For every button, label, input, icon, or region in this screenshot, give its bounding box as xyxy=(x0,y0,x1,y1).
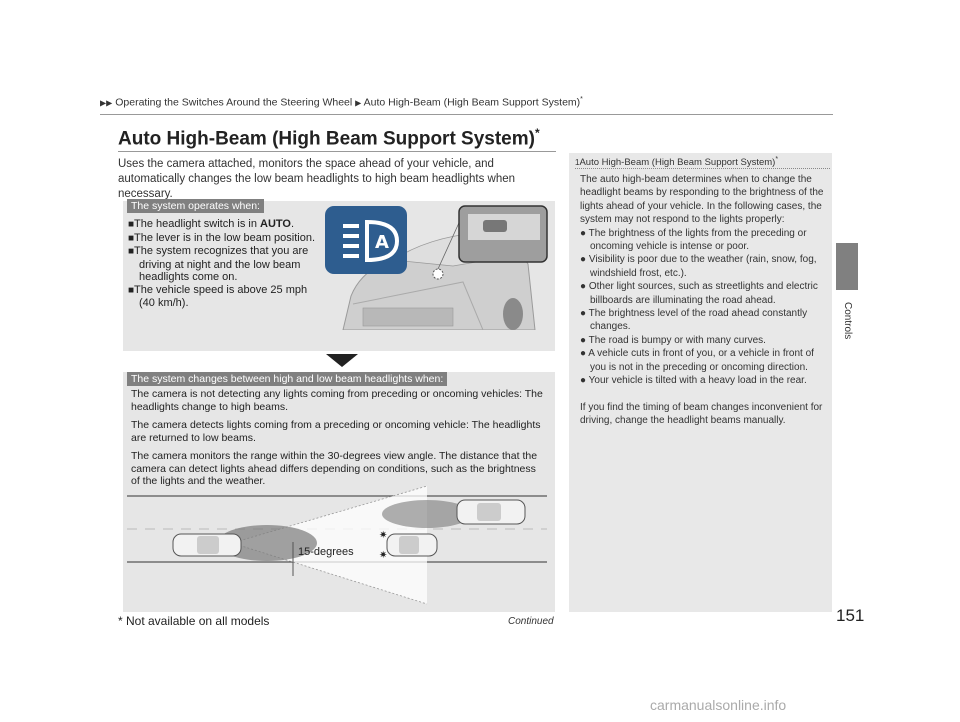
note-intro: The auto high-beam determines when to ch… xyxy=(580,174,824,226)
list-item: ■The headlight switch is in AUTO. xyxy=(128,218,295,230)
note-number: 1 xyxy=(575,158,580,168)
bullet-dot-icon: ● xyxy=(580,348,589,360)
bullet-dot-icon: ● xyxy=(580,254,589,266)
double-arrow-icon: ▶▶ xyxy=(100,98,113,108)
note-bullet: ● A vehicle cuts in front of you, or a v… xyxy=(580,348,814,373)
auto-headlight-icon: A xyxy=(325,206,407,274)
note-column xyxy=(569,153,832,612)
down-arrow-icon xyxy=(326,354,358,367)
camera-location-marker xyxy=(432,268,444,280)
changes-paragraph: The camera detects lights coming from a … xyxy=(131,419,541,444)
bullet-square-icon: ■ xyxy=(128,219,135,230)
page-title-text: Auto High-Beam (High Beam Support System… xyxy=(118,128,535,150)
changes-paragraph: The camera is not detecting any lights c… xyxy=(131,388,543,413)
svg-text:A: A xyxy=(375,232,389,253)
note-rule xyxy=(575,168,830,169)
breadcrumb-star: * xyxy=(580,96,583,103)
list-item: ■The vehicle speed is above 25 mph (40 k… xyxy=(128,283,308,310)
bullet-square-icon: ■ xyxy=(128,246,135,257)
header-rule xyxy=(100,114,833,115)
side-tab xyxy=(836,243,858,290)
bullet-dot-icon: ● xyxy=(580,375,589,387)
angle-label: 15-degrees xyxy=(298,546,354,558)
breadcrumb-page[interactable]: Auto High-Beam (High Beam Support System… xyxy=(363,96,581,109)
operates-box-label: The system operates when: xyxy=(127,199,264,213)
watermark: carmanualsonline.info xyxy=(650,697,787,713)
changes-text: The camera is not detecting any lights c… xyxy=(131,388,545,494)
light-burst-icon: ✷ xyxy=(379,530,387,541)
note-closing: If you find the timing of beam changes i… xyxy=(580,401,823,426)
note-title-text: Auto High-Beam (High Beam Support System… xyxy=(579,157,776,169)
list-item: ■The lever is in the low beam position. xyxy=(128,231,316,244)
note-bullet: ● The road is bumpy or with many curves. xyxy=(580,334,766,346)
arrow-icon: ▶ xyxy=(355,98,362,108)
vehicle-camera-illustration: A xyxy=(325,205,548,330)
note-title-star: * xyxy=(775,156,779,163)
bullet-dot-icon: ● xyxy=(580,227,589,239)
breadcrumb-section[interactable]: Operating the Switches Around the Steeri… xyxy=(115,96,353,109)
changes-paragraph: The camera monitors the range within the… xyxy=(131,450,538,487)
continued-label: Continued xyxy=(508,616,554,627)
intro-text: Uses the camera attached, monitors the s… xyxy=(118,158,516,200)
side-tab-label[interactable]: Controls xyxy=(842,302,853,340)
bullet-square-icon: ■ xyxy=(128,232,135,244)
road-view-angle-diagram: ✷ ✷ xyxy=(127,486,547,605)
footnote: * Not available on all models xyxy=(118,614,270,628)
list-item: ■The system recognizes that you are driv… xyxy=(128,245,309,283)
note-bullet: ● The brightness level of the road ahead… xyxy=(580,308,808,333)
note-body: The auto high-beam determines when to ch… xyxy=(580,173,828,427)
note-bullet: ● Other light sources, such as streetlig… xyxy=(580,281,818,306)
bullet-dot-icon: ● xyxy=(580,308,589,320)
operates-list: ■The headlight switch is in AUTO. ■The l… xyxy=(128,218,318,310)
light-burst-icon: ✷ xyxy=(379,550,387,561)
note-bullet: ● Your vehicle is tilted with a heavy lo… xyxy=(580,375,807,387)
note-title[interactable]: 1Auto High-Beam (High Beam Support Syste… xyxy=(575,156,778,168)
page-number: 151 xyxy=(836,606,865,625)
title-rule xyxy=(118,151,556,152)
bullet-square-icon: ■ xyxy=(128,284,135,296)
changes-box-label: The system changes between high and low … xyxy=(127,372,448,386)
bullet-dot-icon: ● xyxy=(580,334,589,346)
breadcrumb: ▶▶ Operating the Switches Around the Ste… xyxy=(100,96,583,109)
note-bullet: ● The brightness of the lights from the … xyxy=(580,227,807,253)
page-title: Auto High-Beam (High Beam Support System… xyxy=(118,126,540,150)
bullet-dot-icon: ● xyxy=(580,281,589,293)
note-bullet: ● Visibility is poor due to the weather … xyxy=(580,254,817,279)
title-star: * xyxy=(534,126,540,140)
